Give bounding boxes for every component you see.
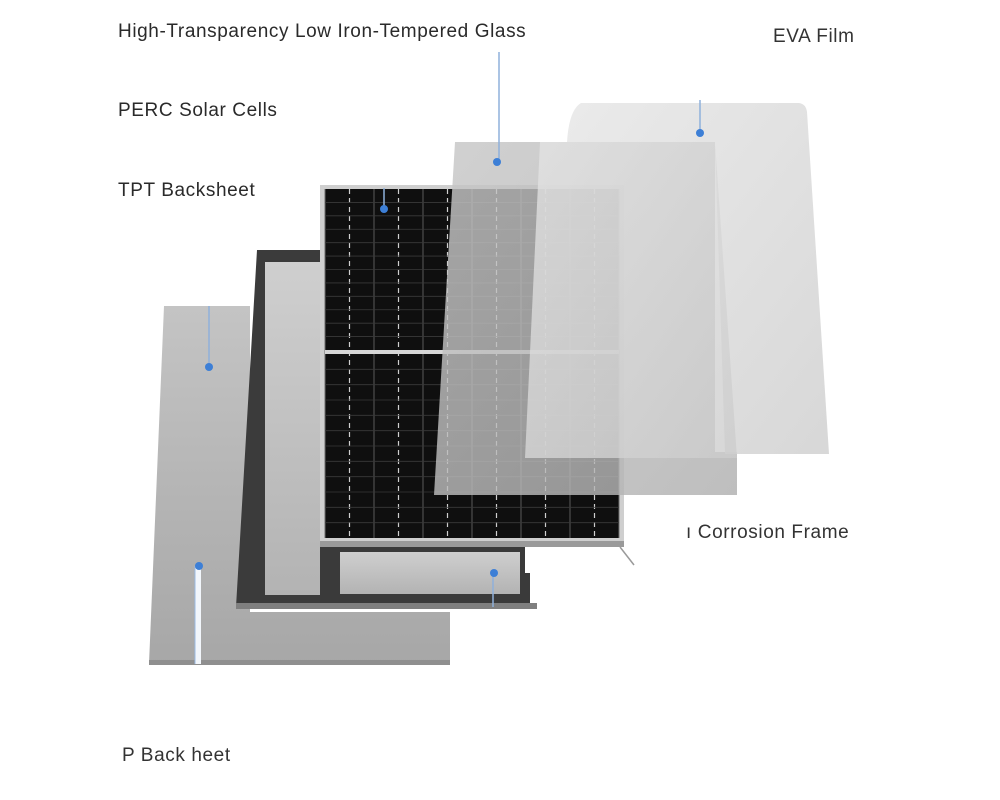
perc-pointer-dot xyxy=(380,205,388,213)
label-corrosion-frame: ı Corrosion Frame xyxy=(686,522,850,543)
backsheet-pointer-dot xyxy=(195,562,203,570)
pointer-lines xyxy=(208,52,701,607)
front-film-layer xyxy=(525,142,737,458)
eva-film-layer xyxy=(567,103,829,454)
frame-pointer-dot xyxy=(490,569,498,577)
tpt-pointer-dot xyxy=(205,363,213,371)
backsheet-strip xyxy=(194,566,201,664)
pointer-dots xyxy=(195,129,704,577)
label-eva-film: EVA Film xyxy=(773,26,855,47)
glass-pointer-dot xyxy=(493,158,501,166)
eva-pointer-dot xyxy=(696,129,704,137)
label-tpt-backsheet: TPT Backsheet xyxy=(118,180,256,201)
back-sheet-layer xyxy=(149,306,450,665)
label-tempered-glass: High-Transparency Low Iron-Tempered Glas… xyxy=(118,21,527,42)
label-bottom-backsheet: P Back heet xyxy=(122,745,231,766)
label-perc-solar-cells: PERC Solar Cells xyxy=(118,100,278,121)
frame-layer xyxy=(236,250,537,609)
